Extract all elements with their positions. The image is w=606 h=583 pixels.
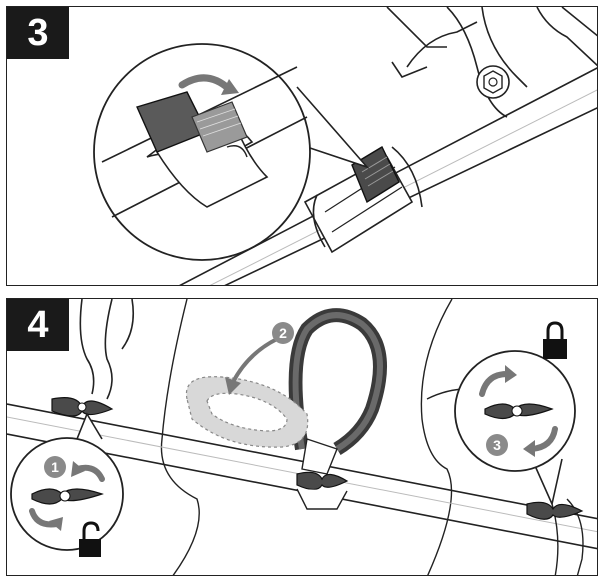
- left-handle-frame: [79, 299, 135, 400]
- callout-3-circle: [486, 434, 508, 456]
- tighten-zoom-callout: 3: [454, 350, 576, 507]
- curved-arrow-icon: [479, 371, 510, 397]
- wing-knob-icon: [296, 471, 349, 510]
- wing-knob-icon: [51, 397, 114, 417]
- callout-2-label: 2: [279, 325, 287, 341]
- section-dividers: [160, 299, 453, 575]
- rotate-arrow-icon: [178, 74, 239, 95]
- step-3-panel: 3: [6, 6, 598, 286]
- trimmer-handle-frame: [386, 7, 597, 118]
- zoom-callout: [93, 43, 370, 261]
- padlock-unlocked-icon: [79, 521, 101, 557]
- ghost-handle-position: [185, 376, 309, 448]
- padlock-locked-icon: [543, 321, 567, 359]
- wing-knob-icon: [526, 501, 584, 520]
- shaft-clamp: [303, 146, 423, 254]
- swing-arrow-icon: [225, 337, 279, 395]
- curved-arrow-icon: [529, 426, 558, 452]
- hex-bolt-icon: [476, 65, 510, 99]
- callout-2-circle: [272, 322, 294, 344]
- step-4-panel: 4: [6, 298, 598, 576]
- step-number-badge: 3: [7, 7, 69, 59]
- step-4-illustration: 1 2: [7, 299, 597, 575]
- loosen-zoom-callout: 1: [10, 412, 124, 551]
- callout-3-label: 3: [493, 437, 501, 453]
- callout-1-circle: [44, 456, 66, 478]
- loop-handle: [288, 308, 387, 475]
- step-3-illustration: [93, 7, 597, 285]
- callout-1-label: 1: [51, 459, 59, 475]
- step-number-badge: 4: [7, 299, 69, 351]
